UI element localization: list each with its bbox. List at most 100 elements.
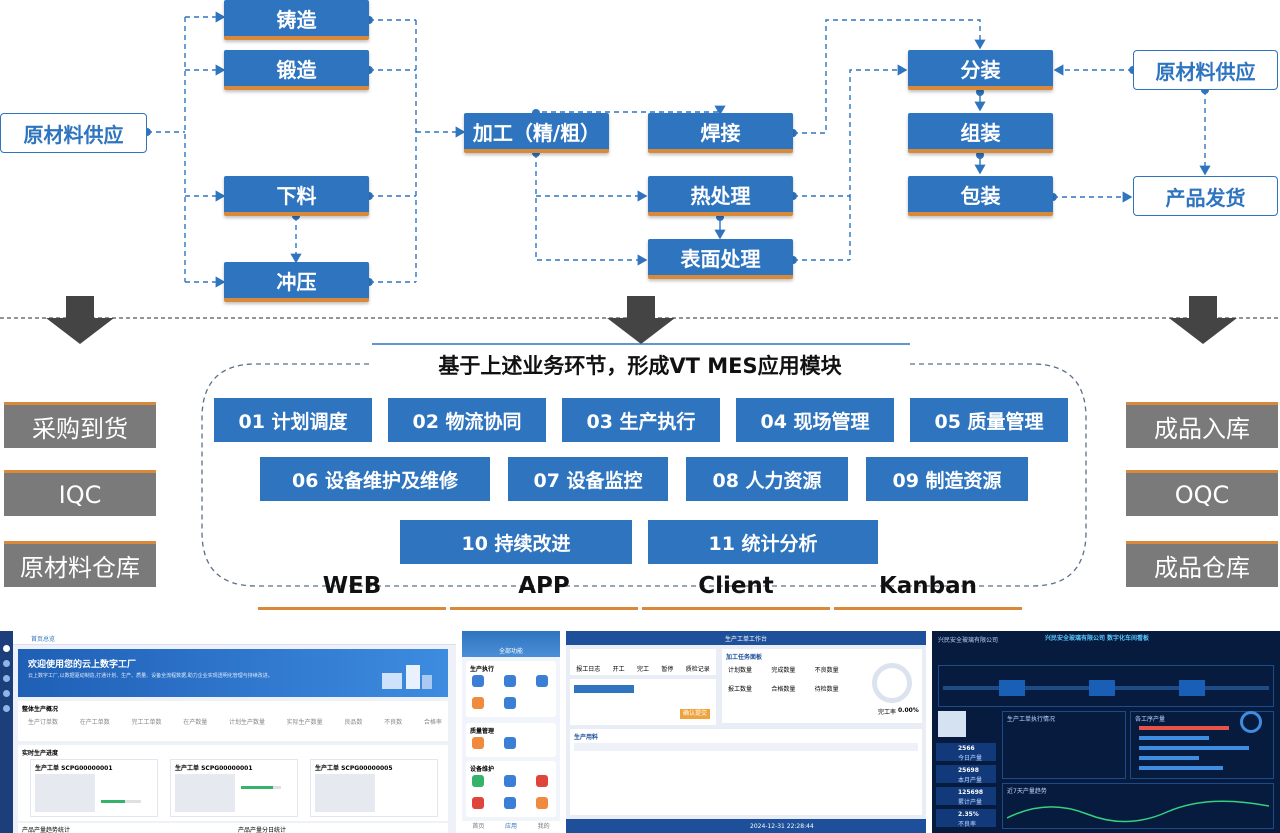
panel-item: 报工数量	[728, 686, 753, 693]
client-btn-qc[interactable]: 质检记录	[685, 666, 710, 673]
module-08: 08 人力资源	[686, 457, 848, 501]
panel-item: 计划数量	[728, 667, 753, 674]
work-order-card[interactable]: 生产工单 SCPG00000001	[30, 759, 158, 817]
web-overview-title: 整体生产概况	[22, 706, 59, 713]
node-surface-treatment: 表面处理	[648, 239, 793, 279]
module-05: 05 质量管理	[910, 398, 1068, 442]
kanban-stat-value: 125698	[958, 789, 984, 796]
side-right-fg-warehouse: 成品仓库	[1126, 541, 1278, 587]
kanban-trend-line	[1007, 800, 1269, 823]
kanban-panel-title: 近7天产量趋势	[1007, 788, 1047, 795]
client-btn-finish[interactable]: 完工	[636, 666, 649, 673]
client-action-bar: 报工日志 开工 完工 暂停 质检记录	[570, 649, 716, 675]
kanban-stat-label: 不良率	[958, 821, 977, 828]
factory-illustration	[382, 659, 432, 689]
overview-label: 在产工单数	[79, 719, 110, 726]
side-left-receiving: 采购到货	[4, 402, 156, 448]
kanban-stat-card: 25698 本月产量	[936, 765, 996, 784]
overview-label: 合格率	[423, 719, 442, 726]
app-section: 质量管理	[466, 723, 556, 757]
kanban-stat-label: 累计产量	[958, 799, 983, 806]
app-tab-home[interactable]: 首页	[472, 823, 485, 830]
web-tab[interactable]: 首页总览	[31, 636, 56, 643]
side-left-iqc: IQC	[4, 470, 156, 516]
web-banner-title: 欢迎使用您的云上数字工厂	[28, 660, 137, 670]
node-packaging: 包装	[908, 176, 1053, 216]
module-11: 11 统计分析	[648, 520, 878, 564]
client-footer-time: 2024-12-31 22:28:44	[750, 823, 814, 830]
kanban-stat-card: 125698 累计产量	[936, 787, 996, 806]
kanban-trend-panel: 近7天产量趋势	[1002, 783, 1274, 829]
kanban-stat-label: 今日产量	[958, 755, 983, 762]
node-machining: 加工（精/粗）	[464, 113, 609, 153]
app-section: 设备维护	[466, 761, 556, 817]
node-blanking: 下料	[224, 176, 369, 216]
web-screenshot: 首页总览 欢迎使用您的云上数字工厂 云上数字工厂,以数据驱动制造,打通计划、生产…	[0, 631, 456, 833]
app-section-title: 质量管理	[470, 728, 495, 735]
process-flow-connectors	[143, 11, 1211, 288]
kanban-company: 兴民安全玻璃有限公司	[938, 637, 999, 644]
module-10: 10 持续改进	[400, 520, 632, 564]
client-rate-label: 完工率	[878, 709, 897, 716]
side-left-raw-warehouse: 原材料仓库	[4, 541, 156, 587]
client-list-title: 生产用料	[574, 734, 599, 741]
client-confirm-button[interactable]: 确认提交	[680, 709, 710, 719]
node-heat-treatment: 热处理	[648, 176, 793, 216]
web-topbar: 首页总览	[13, 631, 456, 645]
node-product-delivery: 产品发货	[1133, 176, 1278, 216]
node-casting: 铸造	[224, 0, 369, 40]
platform-kanban: Kanban	[834, 573, 1022, 610]
module-04: 04 现场管理	[736, 398, 894, 442]
client-rate-gauge	[872, 663, 912, 703]
overview-label: 良品数	[344, 719, 363, 726]
client-screenshot: 生产工单工作台 报工日志 开工 完工 暂停 质检记录 加工任务面板 计划数量 完…	[566, 631, 926, 833]
panel-item: 待检数量	[814, 686, 839, 693]
app-header: 全部功能	[462, 631, 560, 657]
module-01: 01 计划调度	[214, 398, 372, 442]
node-assembly: 组装	[908, 113, 1053, 153]
kanban-stat-card: 2.35% 不良率	[936, 809, 996, 828]
kanban-avatar	[938, 711, 966, 737]
work-order-card[interactable]: 生产工单 SCPG00000001	[170, 759, 298, 817]
web-bottom-left-title: 产品产量趋势统计	[22, 827, 71, 833]
kanban-stat-card: 2566 今日产量	[936, 743, 996, 762]
mes-frame	[201, 343, 1087, 587]
work-order-card[interactable]: 生产工单 SCPG00000005	[310, 759, 438, 817]
node-stamping: 冲压	[224, 262, 369, 302]
module-07: 07 设备监控	[508, 457, 668, 501]
overview-label: 在产数量	[183, 719, 208, 726]
kanban-bar-panel: 各工序产量	[1130, 711, 1274, 779]
client-list: 生产用料	[570, 729, 922, 815]
web-banner-text: 云上数字工厂,以数据驱动制造,打通计划、生产、质量、设备全流程数据,助力企业实现…	[28, 673, 273, 679]
kanban-panel-title: 各工序产量	[1135, 716, 1166, 723]
kanban-stat-label: 本月产量	[958, 777, 983, 784]
kanban-table-panel: 生产工单执行情况	[1002, 711, 1126, 779]
web-banner: 欢迎使用您的云上数字工厂 云上数字工厂,以数据驱动制造,打通计划、生产、质量、设…	[18, 649, 448, 697]
overview-label: 不良数	[384, 719, 403, 726]
module-02: 02 物流协同	[388, 398, 546, 442]
platform-app: APP	[450, 573, 638, 610]
app-tab-me[interactable]: 我的	[537, 823, 550, 830]
app-section-title: 生产执行	[470, 666, 495, 673]
platform-client: Client	[642, 573, 830, 610]
overview-label: 实际生产数量	[286, 719, 323, 726]
app-header-title: 全部功能	[498, 648, 523, 655]
web-overview-panel: 整体生产概况 生产订单数 在产工单数 完工工单数 在产数量 计划生产数量 实际生…	[18, 701, 448, 741]
app-section-title: 设备维护	[470, 766, 495, 773]
web-progress-title: 实时生产进度	[22, 750, 59, 757]
client-task-panel: 加工任务面板 计划数量 完成数量 不良数量 报工数量 合格数量 待检数量 完工率…	[722, 649, 922, 723]
app-tab-apps[interactable]: 应用	[504, 823, 517, 830]
client-btn-pause[interactable]: 暂停	[661, 666, 674, 673]
kanban-stat-value: 25698	[958, 767, 979, 774]
module-03: 03 生产执行	[562, 398, 720, 442]
overview-label: 计划生产数量	[228, 719, 265, 726]
client-header-title: 生产工单工作台	[724, 636, 767, 643]
client-btn-start[interactable]: 开工	[612, 666, 625, 673]
node-raw-supply-right: 原材料供应	[1133, 50, 1278, 90]
kanban-rate-gauge	[1240, 711, 1262, 733]
web-bottom-panels: 产品产量趋势统计 产品产量分日统计	[18, 823, 448, 833]
client-btn-log[interactable]: 报工日志	[576, 666, 601, 673]
node-raw-supply-left: 原材料供应	[0, 113, 147, 153]
node-sub-assembly: 分装	[908, 50, 1053, 90]
web-progress-panel: 实时生产进度 生产工单 SCPG00000001 生产工单 SCPG000000…	[18, 745, 448, 821]
